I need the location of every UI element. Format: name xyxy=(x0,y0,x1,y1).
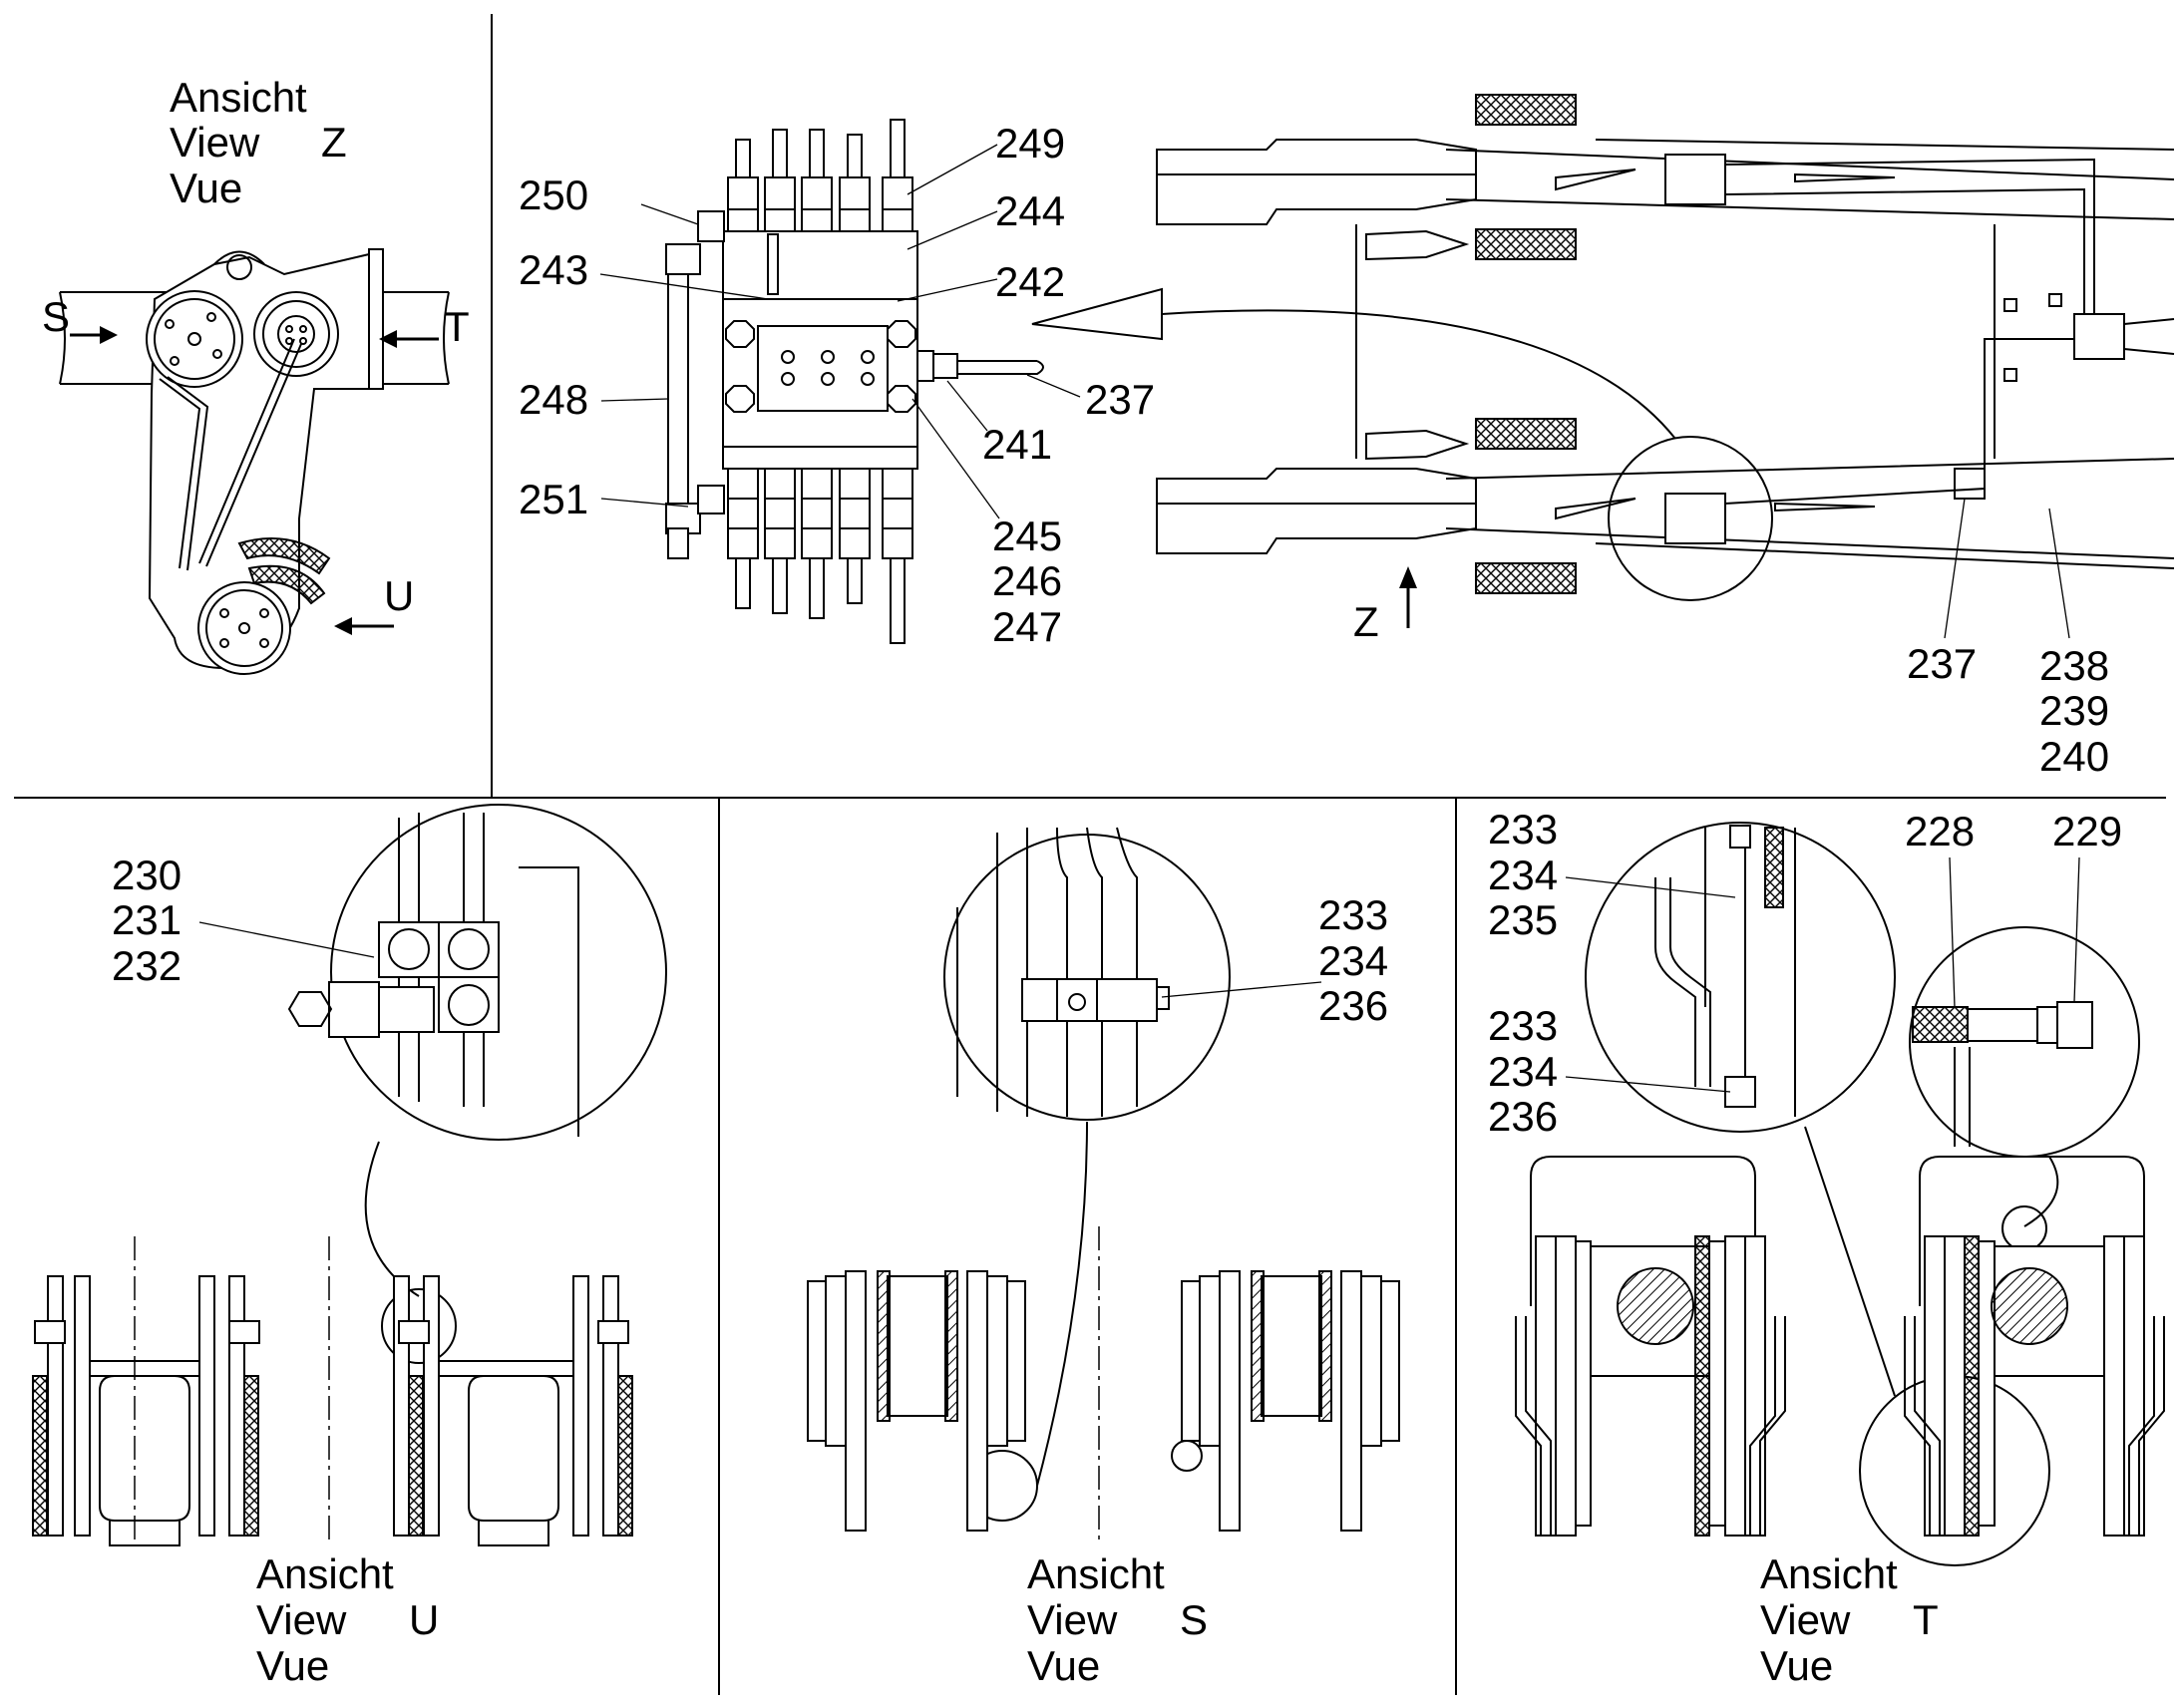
callout-239: 239 xyxy=(2039,687,2109,734)
callout-243: 243 xyxy=(519,246,588,293)
view-s-title: Ansicht View S Vue xyxy=(1027,1550,1208,1689)
view-s-letter: S xyxy=(1180,1596,1208,1643)
callout-233-view-s: 233 xyxy=(1318,891,1388,938)
arrow-t-label: T xyxy=(444,303,470,350)
callout-251: 251 xyxy=(519,476,588,522)
callout-229: 229 xyxy=(2052,808,2122,854)
callout-240: 240 xyxy=(2039,733,2109,780)
callout-237-chassis: 237 xyxy=(1907,640,1977,687)
callout-234-view-t-lower: 234 xyxy=(1488,1048,1558,1095)
callout-244: 244 xyxy=(995,187,1065,234)
callout-230: 230 xyxy=(112,852,182,898)
callout-241: 241 xyxy=(982,421,1052,468)
detail-pointer-arrow xyxy=(1031,287,1676,440)
view-t-drawing xyxy=(1515,822,2165,1566)
callout-237-detail: 237 xyxy=(1085,376,1155,423)
callout-245: 245 xyxy=(992,512,1062,559)
valve-block-detail xyxy=(599,119,1081,644)
callout-233-view-t-lower: 233 xyxy=(1488,1002,1558,1049)
callout-232: 232 xyxy=(112,942,182,989)
view-z-title: Ansicht View Z Vue xyxy=(170,74,347,211)
view-t-title: Ansicht View T Vue xyxy=(1760,1550,1939,1689)
callout-235: 235 xyxy=(1488,896,1558,943)
view-z-ansicht: Ansicht xyxy=(170,74,307,121)
chassis-plan xyxy=(1156,94,2175,639)
arrow-s-label: S xyxy=(42,293,70,340)
callout-234-view-s: 234 xyxy=(1318,937,1388,984)
view-t-vue: Vue xyxy=(1760,1642,1833,1689)
callout-233-view-t-upper: 233 xyxy=(1488,806,1558,853)
view-t-view: View xyxy=(1760,1596,1851,1643)
view-u-ansicht: Ansicht xyxy=(256,1550,394,1597)
callout-231: 231 xyxy=(112,896,182,943)
view-z-view: View xyxy=(170,119,260,166)
side-view-drawing xyxy=(59,248,450,675)
callout-246: 246 xyxy=(992,557,1062,604)
callout-238: 238 xyxy=(2039,642,2109,689)
callout-236-view-t: 236 xyxy=(1488,1093,1558,1140)
view-s-ansicht: Ansicht xyxy=(1027,1550,1165,1597)
view-s-vue: Vue xyxy=(1027,1642,1100,1689)
callout-234-view-t-upper: 234 xyxy=(1488,852,1558,898)
view-u-vue: Vue xyxy=(256,1642,329,1689)
callout-228: 228 xyxy=(1905,808,1975,854)
view-u-view: View xyxy=(256,1596,347,1643)
view-s-drawing xyxy=(807,827,1400,1545)
view-t-ansicht: Ansicht xyxy=(1760,1550,1898,1597)
panel-dividers xyxy=(14,14,2166,1695)
callout-247: 247 xyxy=(992,603,1062,650)
callout-249: 249 xyxy=(995,120,1065,167)
view-z-vue: Vue xyxy=(170,165,242,211)
view-u-drawing xyxy=(32,804,667,1546)
view-u-title: Ansicht View U Vue xyxy=(256,1550,439,1689)
callout-250: 250 xyxy=(519,171,588,218)
callout-236-view-s: 236 xyxy=(1318,982,1388,1029)
callout-248: 248 xyxy=(519,376,588,423)
view-t-letter: T xyxy=(1913,1596,1939,1643)
callout-242: 242 xyxy=(995,258,1065,305)
view-s-view: View xyxy=(1027,1596,1118,1643)
view-z-letter: Z xyxy=(321,119,347,166)
arrow-z-label: Z xyxy=(1353,598,1379,645)
view-u-letter: U xyxy=(409,1596,439,1643)
arrow-u-label: U xyxy=(384,572,414,619)
